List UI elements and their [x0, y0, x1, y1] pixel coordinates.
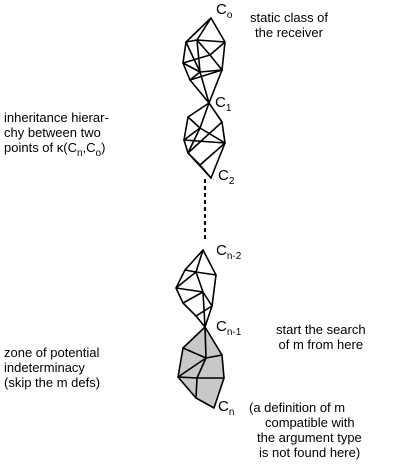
annotation-line: chy between two: [4, 125, 101, 140]
node-label-c2: C2: [218, 167, 235, 187]
annotation-line: of m from here: [278, 337, 364, 352]
annotation-line: (skip the m defs): [4, 375, 101, 390]
class-cluster-upper: [183, 102, 226, 179]
node-label-cn: Cn: [218, 398, 235, 418]
node-label-cn-2: Cn-2: [216, 242, 242, 262]
class-cluster-lower: [175, 249, 217, 328]
annotation-line-kappa: points of κ(Cn,Co): [4, 140, 106, 159]
annotation-line: inheritance hierar-: [4, 110, 109, 125]
annotation-line: start the search: [276, 322, 366, 337]
node-label-c0: Co: [216, 1, 233, 21]
node-label-c1: C1: [215, 94, 232, 114]
annotation-line: indeterminacy: [4, 360, 85, 375]
annotation-line: the receiver: [255, 25, 323, 40]
class-cluster-top: [182, 17, 226, 104]
zone-of-indeterminacy-cluster: [177, 326, 225, 409]
node-label-cn-1: Cn-1: [216, 318, 242, 338]
annotation-inheritance-hierarchy: inheritance hierar- chy between two poin…: [4, 110, 109, 159]
annotation-line: the argument type: [257, 430, 362, 445]
annotation-line: is not found here): [259, 445, 361, 460]
annotation-line: compatible with: [265, 415, 355, 430]
annotation-line: (a definition of m: [249, 400, 346, 415]
annotation-static-class: static class of the receiver: [250, 10, 328, 40]
annotation-zone-indeterminacy: zone of potential indeterminacy (skip th…: [4, 345, 100, 390]
annotation-line: static class of: [250, 10, 329, 25]
annotation-not-found: (a definition of m compatible with the a…: [249, 400, 362, 460]
annotation-line: zone of potential: [4, 345, 100, 360]
annotation-start-search: start the search of m from here: [276, 322, 366, 352]
